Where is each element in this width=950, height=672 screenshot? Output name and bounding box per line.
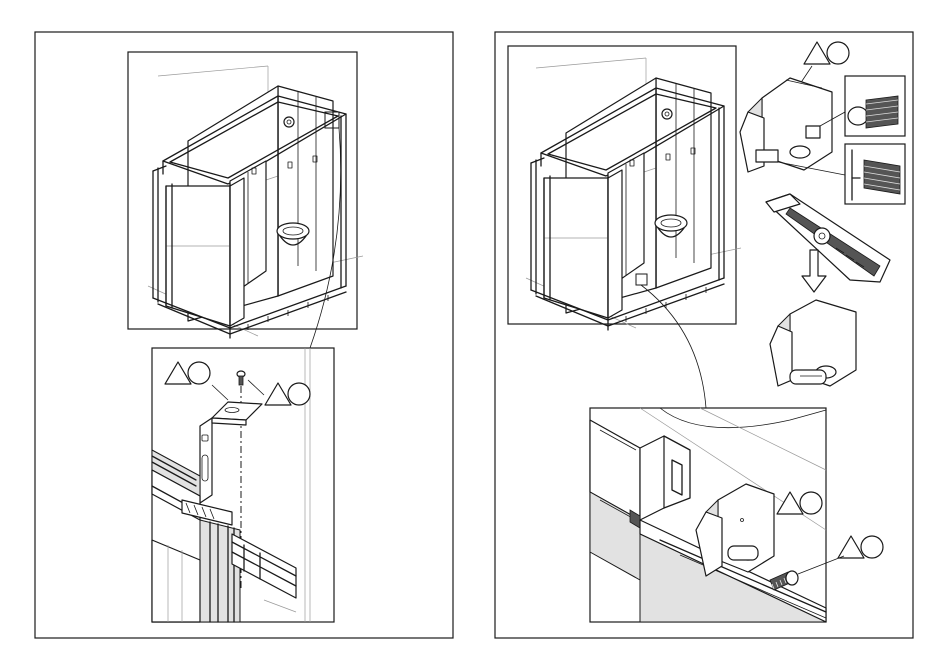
right-panel: [495, 32, 913, 638]
clip-callout-top: [804, 42, 849, 64]
detail-inset-top: [845, 76, 905, 136]
clip-mount-detail: [590, 408, 883, 622]
detail-inset-bottom: [845, 144, 905, 204]
left-panel: [35, 32, 453, 638]
cubicle-overview: [128, 52, 363, 348]
utility-knife-icon: [766, 194, 890, 282]
bracket-detail: [152, 348, 334, 622]
down-arrow-icon: [802, 250, 826, 292]
screw-callout-detail: [838, 536, 883, 558]
clip-trimmed: [770, 300, 856, 386]
clip-icon: [740, 78, 832, 172]
cubicle-overview-right: [508, 46, 741, 408]
clip-trim-sequence: [740, 42, 905, 386]
